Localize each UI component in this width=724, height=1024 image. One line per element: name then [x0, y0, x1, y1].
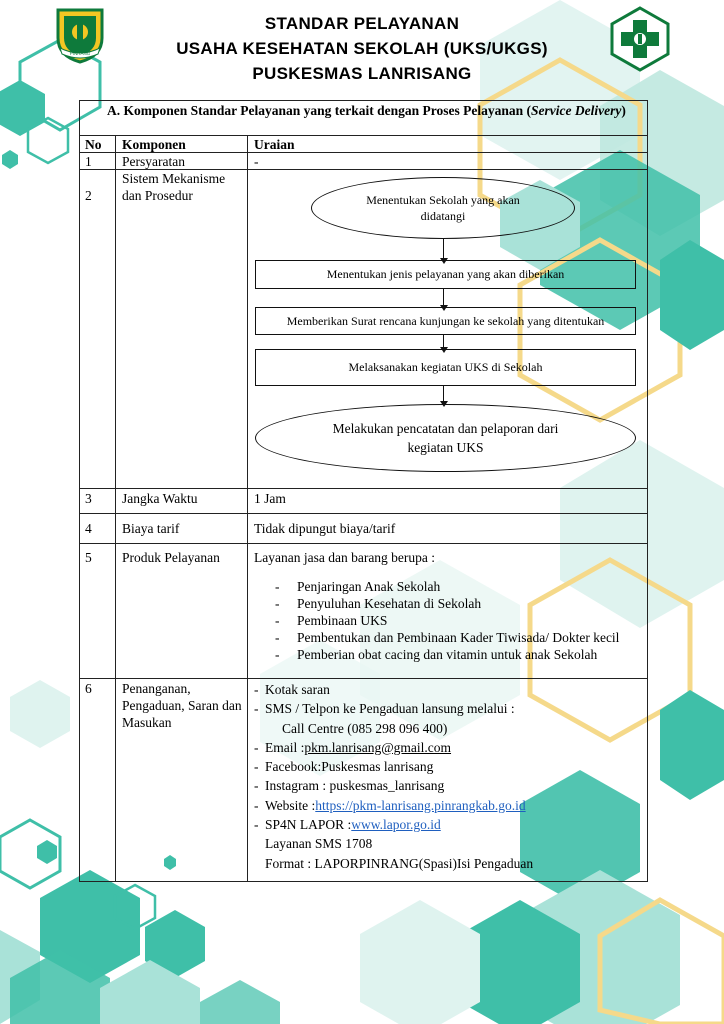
title-line-3: PUSKESMAS LANRISANG: [252, 64, 472, 83]
list-item: Format : LAPORPINRANG(Spasi)Isi Pengadua…: [265, 855, 534, 871]
row5-no: 5: [85, 550, 92, 565]
flow-step-4: Melaksanakan kegiatan UKS di Sekolah: [255, 349, 636, 386]
website-link[interactable]: https://pkm-lanrisang.pinrangkab.go.id: [315, 797, 526, 813]
puskesmas-cross-logo-icon: [610, 6, 670, 72]
flow-arrow-2: [438, 289, 449, 311]
header-uraian: Uraian: [254, 137, 295, 152]
flow-arrow-4: [438, 386, 449, 407]
section-title: A. Komponen Standar Pelayanan yang terka…: [107, 103, 626, 118]
flow-step-2: Menentukan jenis pelayanan yang akan dib…: [255, 260, 636, 289]
row3-no: 3: [85, 491, 92, 506]
list-item: -Pembinaan UKS: [275, 613, 388, 628]
row1-no: 1: [85, 154, 92, 169]
lapor-link[interactable]: www.lapor.go.id: [351, 817, 441, 833]
row4-uraian: Tidak dipungut biaya/tarif: [254, 521, 396, 536]
flow-step-5: Melakukan pencatatan dan pelaporan dari …: [255, 404, 636, 472]
list-item: -Penjaringan Anak Sekolah: [275, 579, 441, 594]
flow-step-3: Memberikan Surat rencana kunjungan ke se…: [255, 307, 636, 335]
row3-uraian: 1 Jam: [254, 491, 286, 506]
header-no: No: [85, 137, 102, 152]
flow-arrow-1: [438, 239, 449, 264]
header-komponen: Komponen: [122, 137, 186, 152]
row6-no: 6: [85, 681, 92, 696]
list-item: -Pemberian obat cacing dan vitamin untuk…: [275, 647, 598, 662]
row5-komponen: Produk Pelayanan: [122, 550, 220, 565]
regency-emblem-icon: PINRANG: [56, 8, 104, 64]
list-item: -Website : https://pkm-lanrisang.pinrang…: [254, 796, 634, 815]
row6-komponen: Penanganan, Pengaduan, Saran dan Masukan: [122, 681, 242, 730]
list-item: -Facebook:Puskesmas lanrisang: [254, 759, 434, 775]
row3-komponen: Jangka Waktu: [122, 491, 198, 506]
service-standard-table: A. Komponen Standar Pelayanan yang terka…: [79, 100, 649, 883]
row2-no: 2: [85, 188, 92, 203]
row1-komponen: Persyaratan: [122, 154, 185, 169]
row4-komponen: Biaya tarif: [122, 521, 180, 536]
row1-uraian: -: [254, 154, 259, 169]
list-item: -SP4N LAPOR : www.lapor.go.id: [254, 815, 634, 834]
list-item: Call Centre (085 298 096 400): [282, 720, 448, 736]
list-item: -Pembentukan dan Pembinaan Kader Tiwisad…: [275, 630, 620, 645]
emblem-ribbon-label: PINRANG: [70, 51, 91, 56]
flow-step-1: Menentukan Sekolah yang akan didatangi: [311, 177, 575, 239]
list-item: -Instagram : puskesmas_lanrisang: [254, 778, 445, 794]
pengaduan-list: -Kotak saran -SMS / Telpon ke Pengaduan …: [254, 680, 634, 873]
produk-list: -Penjaringan Anak Sekolah -Penyuluhan Ke…: [275, 578, 635, 663]
row4-no: 4: [85, 521, 92, 536]
title-line-1: STANDAR PELAYANAN: [264, 14, 460, 33]
flow-arrow-3: [438, 335, 449, 353]
list-item: -Email : pkm.lanrisang@gmail.com: [254, 738, 634, 757]
row2-komponen: Sistem Mekanisme dan Prosedur: [122, 171, 226, 203]
page-header: PINRANG STANDAR PELAYANAN USAHA KESEHATA…: [0, 0, 724, 90]
list-item: -Kotak saran: [254, 682, 330, 697]
list-item: -Penyuluhan Kesehatan di Sekolah: [275, 596, 482, 611]
list-item: -SMS / Telpon ke Pengaduan lansung melal…: [254, 701, 515, 717]
row5-uraian: Layanan jasa dan barang berupa :: [254, 550, 436, 565]
title-line-2: USAHA KESEHATAN SEKOLAH (UKS/UKGS): [176, 39, 548, 58]
list-item: Layanan SMS 1708: [265, 836, 373, 852]
email-link[interactable]: pkm.lanrisang@gmail.com: [304, 739, 452, 755]
